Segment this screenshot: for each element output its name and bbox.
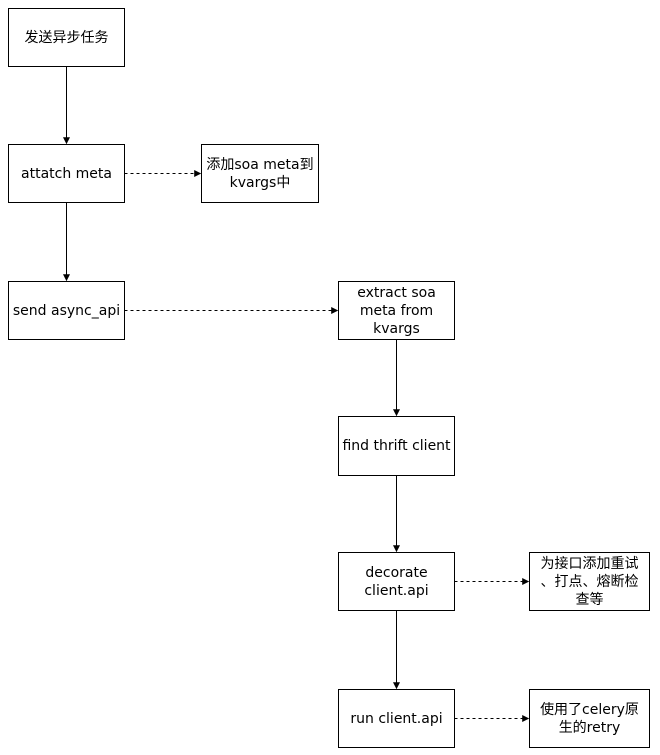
node-box-decorate-client-api xyxy=(338,552,455,611)
node-box-add-soa-meta xyxy=(201,144,319,203)
node-box-attach-meta xyxy=(8,144,125,203)
node-label-extract-soa-meta: extract soa meta from kvargs xyxy=(357,284,436,337)
node-label-interface-features: 为接口添加重试 、打点、熔断检 查等 xyxy=(540,555,639,608)
node-box-extract-soa-meta xyxy=(338,281,455,340)
node-label-run-client-api: run client.api xyxy=(350,710,443,727)
node-label-decorate-client-api: decorate client.api xyxy=(364,564,429,599)
node-label-send-async-task: 发送异步任务 xyxy=(24,29,109,46)
node-box-celery-retry xyxy=(529,689,650,748)
node-box-find-thrift-client xyxy=(338,416,455,476)
node-label-add-soa-meta: 添加soa meta到 kvargs中 xyxy=(206,156,314,191)
node-layer xyxy=(8,8,650,748)
node-box-run-client-api xyxy=(338,689,455,748)
edge-layer xyxy=(63,66,530,722)
node-label-find-thrift-client: find thrift client xyxy=(342,438,451,454)
node-box-interface-features xyxy=(529,552,650,611)
node-label-send-async-api: send async_api xyxy=(12,302,121,319)
node-box-send-async-task xyxy=(8,8,125,67)
node-box-send-async-api xyxy=(8,281,125,340)
node-label-celery-retry: 使用了celery原 生的retry xyxy=(540,701,639,736)
node-label-attach-meta: attatch meta xyxy=(21,165,112,182)
